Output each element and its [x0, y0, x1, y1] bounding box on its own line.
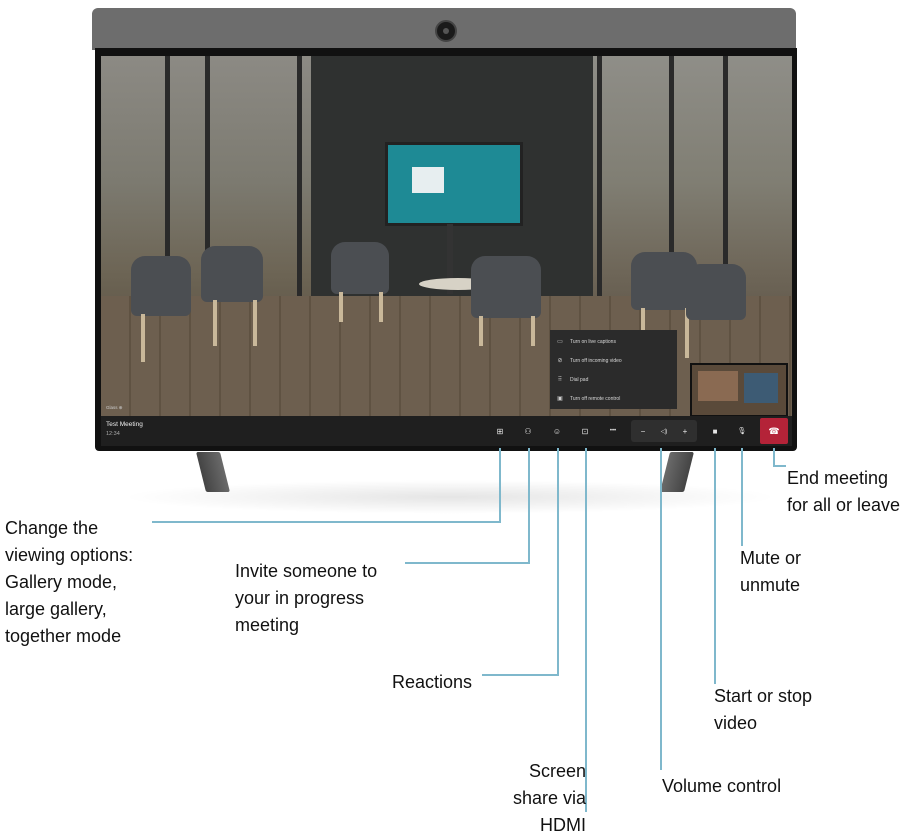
menu-item-live-captions[interactable]: ▭ Turn on live captions	[550, 332, 677, 351]
meeting-timer: 12:34	[106, 431, 120, 437]
callout-view-options: Change the viewing options: Gallery mode…	[5, 518, 134, 646]
callout-screen-share: Screen share via HDMI	[512, 761, 586, 835]
self-view-preview	[690, 363, 788, 416]
people-icon: ⚇	[524, 426, 532, 436]
menu-item-label: Turn off incoming video	[570, 357, 622, 364]
more-options-menu: ▭ Turn on live captions ⊘ Turn off incom…	[550, 330, 677, 409]
reactions-button[interactable]: ☺	[547, 422, 567, 440]
view-options-button[interactable]: ⊞	[490, 422, 510, 440]
meeting-control-bar: Test Meeting 12:34 ⊞ ⚇ ☺ ⊡ ••• − ◁) + ■ …	[101, 416, 792, 446]
minus-icon: −	[640, 426, 646, 436]
camera-icon	[435, 20, 457, 42]
room-name-tag: Glass ⊕	[106, 405, 123, 410]
volume-down-button[interactable]: −	[633, 422, 653, 440]
invite-button[interactable]: ⚇	[518, 422, 538, 440]
menu-item-label: Turn off remote control	[570, 395, 621, 402]
callout-reactions: Reactions	[392, 672, 473, 692]
room-display-stand	[447, 224, 453, 294]
video-toggle-button[interactable]: ■	[705, 422, 725, 440]
volume-up-button[interactable]: +	[675, 422, 695, 440]
volume-control: − ◁) +	[631, 420, 697, 442]
menu-item-label: Turn on live captions	[570, 338, 616, 345]
video-camera-icon: ■	[712, 426, 718, 436]
more-options-button[interactable]: •••	[603, 422, 623, 440]
dial-pad-icon: ⠿	[557, 377, 563, 383]
video-off-icon: ⊘	[557, 358, 563, 364]
plus-icon: +	[682, 426, 688, 436]
end-call-button[interactable]: ☎	[760, 418, 788, 444]
callout-volume: Volume control	[662, 776, 782, 796]
callout-line-invite	[405, 448, 530, 564]
meeting-title: Test Meeting	[106, 421, 143, 428]
share-icon: ⊡	[581, 426, 589, 436]
menu-item-remote-control[interactable]: ▣ Turn off remote control	[550, 389, 677, 408]
more-icon: •••	[609, 428, 617, 434]
callout-line-end	[773, 448, 786, 467]
room-display	[385, 142, 523, 226]
menu-item-dial-pad[interactable]: ⠿ Dial pad	[550, 370, 677, 389]
callout-end-meeting: End meeting for all or leave	[787, 468, 901, 515]
callout-mute: Mute or unmute	[740, 548, 802, 595]
share-screen-button[interactable]: ⊡	[575, 422, 595, 440]
callout-video: Start or stop video	[714, 686, 813, 733]
menu-item-incoming-video[interactable]: ⊘ Turn off incoming video	[550, 351, 677, 370]
speaker-button[interactable]: ◁)	[654, 422, 674, 440]
microphone-off-icon: 🎙	[737, 428, 747, 435]
hang-up-icon: ☎	[768, 425, 780, 436]
grid-view-icon: ⊞	[496, 426, 504, 436]
callout-invite: Invite someone to your in progress meeti…	[235, 561, 378, 635]
menu-item-label: Dial pad	[570, 376, 589, 383]
reactions-icon: ☺	[552, 426, 562, 436]
speaker-icon: ◁)	[660, 428, 668, 435]
callout-line-reactions	[482, 448, 559, 676]
remote-control-icon: ▣	[557, 396, 563, 402]
mute-button[interactable]: 🎙	[732, 422, 752, 440]
captions-icon: ▭	[557, 339, 563, 345]
callout-line-view	[152, 448, 501, 523]
